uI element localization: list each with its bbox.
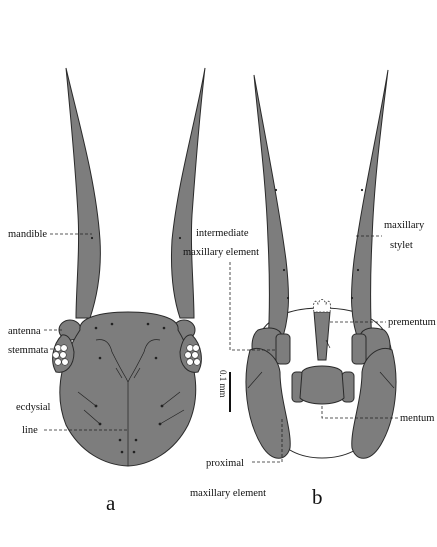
label-intermediate-maxillary-2: maxillary element [183,247,259,258]
panel-label-b: b [312,485,323,509]
label-maxillary-stylet-2: stylet [390,240,413,251]
label-intermediate-maxillary-1: intermediate [196,228,249,239]
label-antenna: antenna [8,326,41,337]
label-mentum: mentum [400,413,434,424]
label-mandible: mandible [8,229,47,240]
stemmata-right [185,345,201,366]
mentum [300,366,344,404]
label-maxillary-stylet-1: maxillary [384,220,425,231]
label-stemmata: stemmata [8,345,49,356]
intermediate-maxillary-block-right [352,334,366,364]
intermediate-maxillary-block-left [276,334,290,364]
panel-label-a: a [106,491,116,515]
label-proximal-maxillary-1: proximal [206,458,244,469]
prementum-tip [313,300,330,313]
label-prementum: prementum [388,317,436,328]
scale-bar-label: 0.1 mm [218,370,228,398]
stemmata-left [53,345,69,366]
label-ecdysial-line-2: line [22,425,38,436]
label-proximal-maxillary-2: maxillary element [190,488,266,499]
label-ecdysial-line-1: ecdysial [16,402,50,413]
